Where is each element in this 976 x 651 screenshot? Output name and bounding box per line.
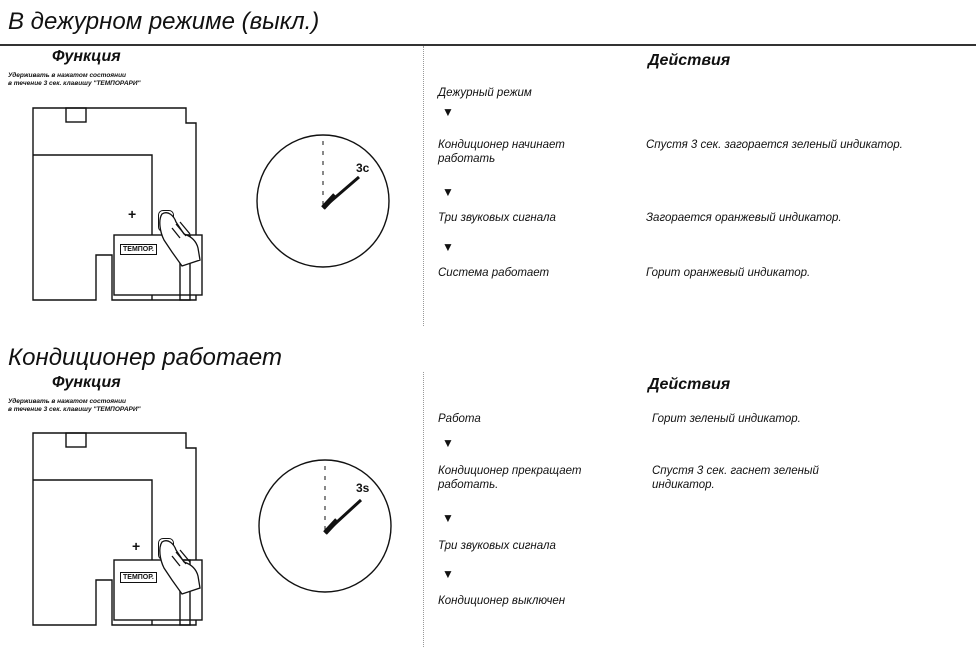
section1-timer-clock-icon [256,134,390,268]
section2-step3-left: Три звуковых сигнала [438,540,556,552]
section2-function-header: Функция [52,374,121,391]
section1-step1-left: Дежурный режим [438,87,532,99]
section2-instruction-line1: Удерживать в нажатом состоянии [8,398,127,405]
section2-hand-icon [159,540,201,595]
section2-arrow-down-icon: ▼ [442,567,454,581]
section1-timer-label: 3c [356,161,370,175]
section1-function-header: Функция [52,48,121,65]
section1-instruction-line1: Удерживать в нажатом состоянии [8,72,127,79]
section2-actions-header: Действия [648,376,731,393]
section2-step2-left: Кондиционер прекращает работать. [438,465,582,491]
section1-actions-header: Действия [648,52,731,69]
section1-instruction-line2: в течение 3 сек. клавишу "ТЕМПОРАРИ" [8,80,141,87]
section1-step4-left: Система работает [438,267,550,279]
section1-arrow-down-icon: ▼ [442,185,454,199]
section1-arrow-down-icon: ▼ [442,105,454,119]
section1-hand-icon [159,212,201,267]
section2-step1-right: Горит зеленый индикатор. [652,413,801,425]
section1-title: В дежурном режиме (выкл.) [8,8,320,35]
section2-step2-right: Спустя 3 сек. гаснет зеленый индикатор. [652,465,819,491]
section1-arrow-down-icon: ▼ [442,240,454,254]
section2-timer-clock-icon [258,459,392,593]
section2-arrow-down-icon: ▼ [442,436,454,450]
section2-plus-sign: + [132,538,141,554]
section2-timer-label: 3s [356,481,370,495]
section1-step3-left: Три звуковых сигнала [438,212,556,224]
section1-plus-sign: + [128,206,137,222]
section1-column-divider [423,46,424,326]
section2-button-label: ТЕМПОР. [120,572,157,583]
section1-step3-right: Загорается оранжевый индикатор. [646,212,842,224]
section1-divider [0,44,976,46]
section2-step4-left: Кондиционер выключен [438,595,566,607]
section1-step4-right: Горит оранжевый индикатор. [646,267,811,279]
section2-arrow-down-icon: ▼ [442,511,454,525]
section2-column-divider [423,372,424,647]
section2-instruction-line2: в течение 3 сек. клавишу "ТЕМПОРАРИ" [8,406,141,413]
section1-step2-left: Кондиционер начинает работать [438,139,565,165]
section1-step2-right: Спустя 3 сек. загорается зеленый индикат… [646,139,903,151]
section2-title: Кондиционер работает [8,344,282,371]
section2-step1-left: Работа [438,413,481,425]
section1-button-label: ТЕМПОР. [120,244,157,255]
